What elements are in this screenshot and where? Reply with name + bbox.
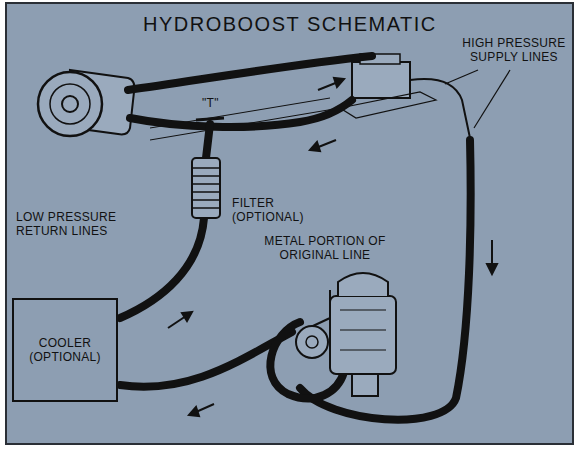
leader-line [474, 70, 510, 128]
box-label: COOLER (OPTIONAL) [20, 336, 110, 364]
tee-branch-hose [206, 124, 210, 158]
cooler-outlet-hose [120, 332, 292, 387]
flow-arrowhead [189, 407, 199, 416]
booster-detail [340, 310, 386, 350]
high-pressure-hose-down [300, 140, 471, 420]
tee-fitting [196, 118, 224, 120]
flow-arrowhead [310, 142, 320, 151]
background-panel [6, 3, 573, 444]
hydroboost-unit [296, 273, 396, 396]
cooler-inlet-hose [120, 218, 204, 318]
metal-line [410, 79, 470, 138]
part-label: FILTER (OPTIONAL) [232, 196, 312, 224]
power-steering-pump [38, 70, 134, 136]
booster-body [330, 296, 396, 374]
booster-valve-center [306, 336, 318, 348]
booster-top [338, 273, 388, 296]
flow-arrow [168, 316, 186, 328]
line-label: LOW PRESSURE RETURN LINES [16, 210, 128, 238]
flow-arrow [491, 240, 493, 266]
line-label: METAL PORTION OF ORIGINAL LINE [250, 234, 400, 262]
booster-pushrod-housing [352, 374, 378, 396]
filter [192, 158, 220, 218]
leader-line [445, 70, 478, 84]
flow-arrowhead [487, 264, 497, 274]
pulley-groove [50, 84, 90, 124]
filter-body [192, 158, 220, 218]
cooler-box: COOLER (OPTIONAL) [12, 298, 118, 402]
diagram-title: HYDROBOOST SCHEMATIC [143, 12, 437, 36]
flow-arrow [196, 404, 214, 412]
flow-arrowhead [182, 312, 192, 321]
firewall-outline [340, 92, 436, 118]
flow-arrowhead [334, 78, 344, 87]
line-label: HIGH PRESSURE SUPPLY LINES [460, 36, 568, 64]
master-cylinder-body [352, 62, 410, 98]
filter-ribs [192, 168, 220, 208]
fitting-label: "T" [202, 96, 219, 110]
pulley-hub [62, 96, 78, 112]
pump-pulley [38, 72, 102, 136]
high-pressure-hose [128, 56, 372, 90]
return-hose [130, 100, 352, 127]
booster-valve [296, 326, 328, 358]
